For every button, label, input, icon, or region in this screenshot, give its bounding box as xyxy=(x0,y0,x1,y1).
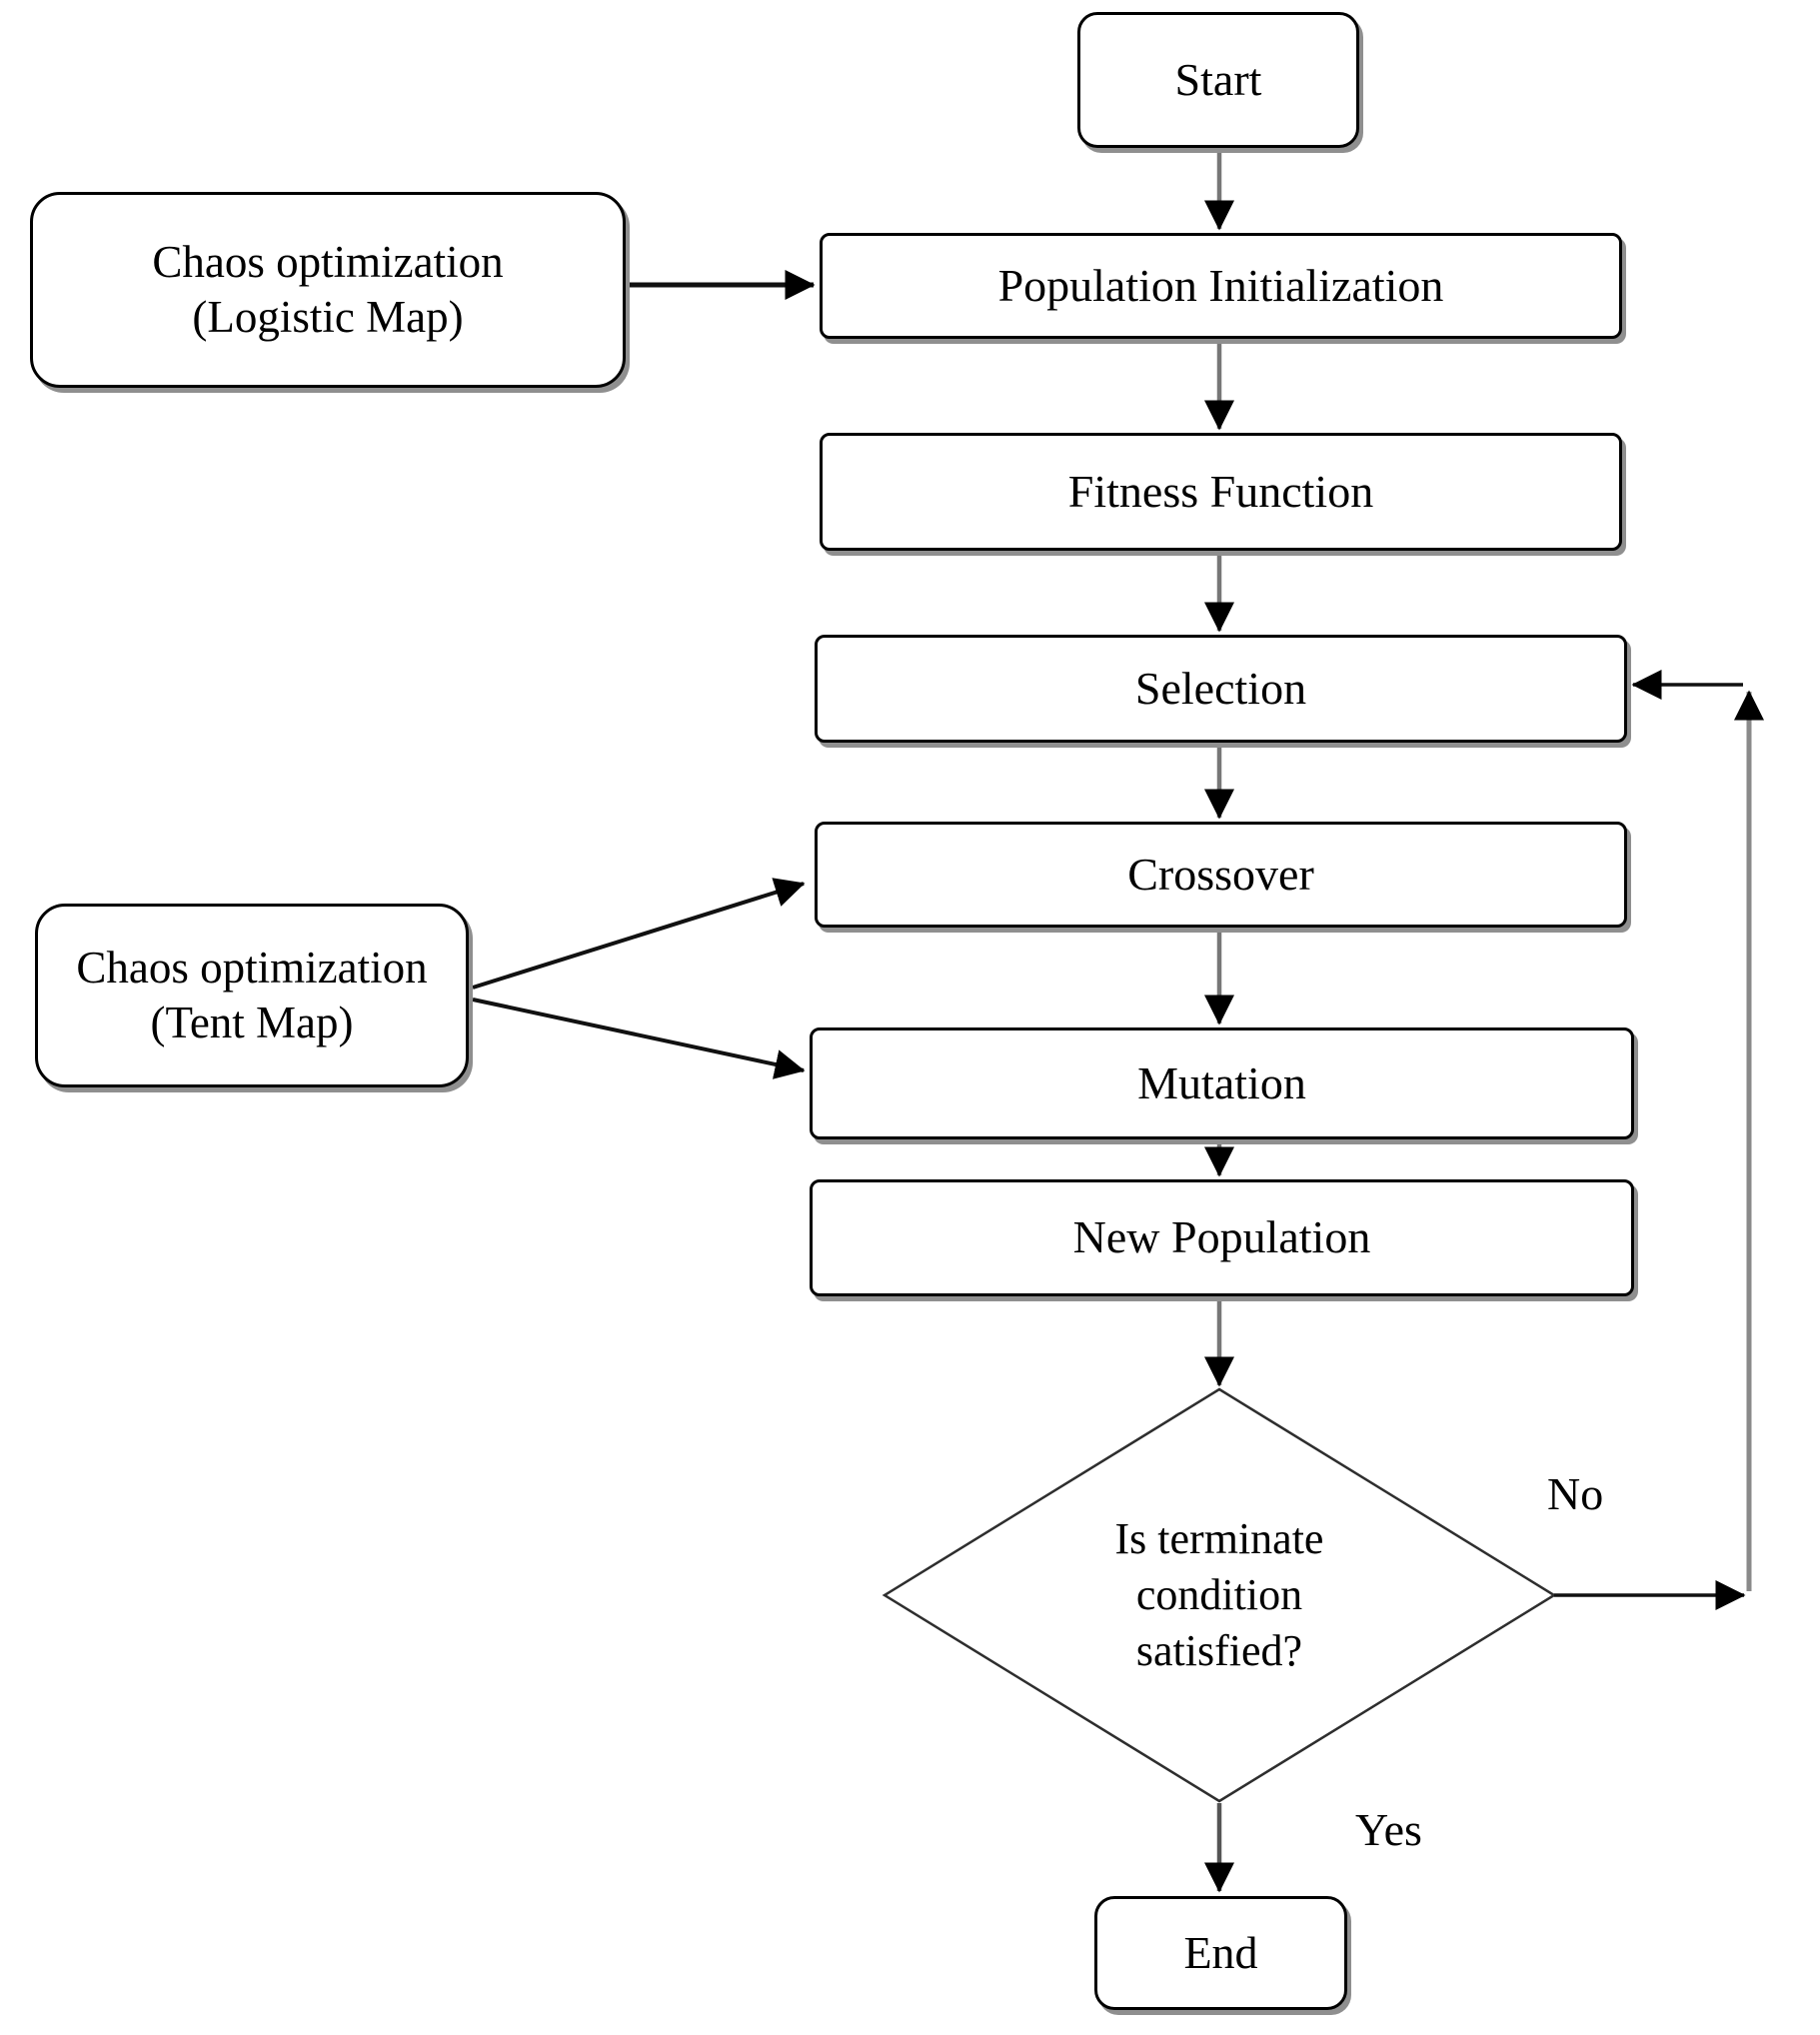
node-chaos-optimization-tent-map: Chaos optimization (Tent Map) xyxy=(35,904,469,1087)
node-chaos-optimization-logistic-map: Chaos optimization (Logistic Map) xyxy=(30,192,626,388)
node-start: Start xyxy=(1077,12,1359,148)
node-fitness-function: Fitness Function xyxy=(820,433,1622,551)
decision-diamond-shape xyxy=(882,1387,1557,1803)
node-selection: Selection xyxy=(815,635,1627,743)
node-population-initialization: Population Initialization xyxy=(820,233,1622,339)
edge-label-no: No xyxy=(1547,1468,1604,1519)
arrow-chaos-tent-to-mutation xyxy=(472,998,806,1079)
arrow-chaos-tent-to-crossover xyxy=(472,878,806,990)
node-end: End xyxy=(1094,1896,1347,2010)
edge-label-yes: Yes xyxy=(1355,1804,1422,1855)
node-mutation: Mutation xyxy=(810,1027,1634,1139)
node-new-population: New Population xyxy=(810,1179,1634,1296)
node-crossover: Crossover xyxy=(815,822,1627,928)
node-terminate-decision-label: Is terminate condition satisfied? xyxy=(1114,1513,1324,1676)
